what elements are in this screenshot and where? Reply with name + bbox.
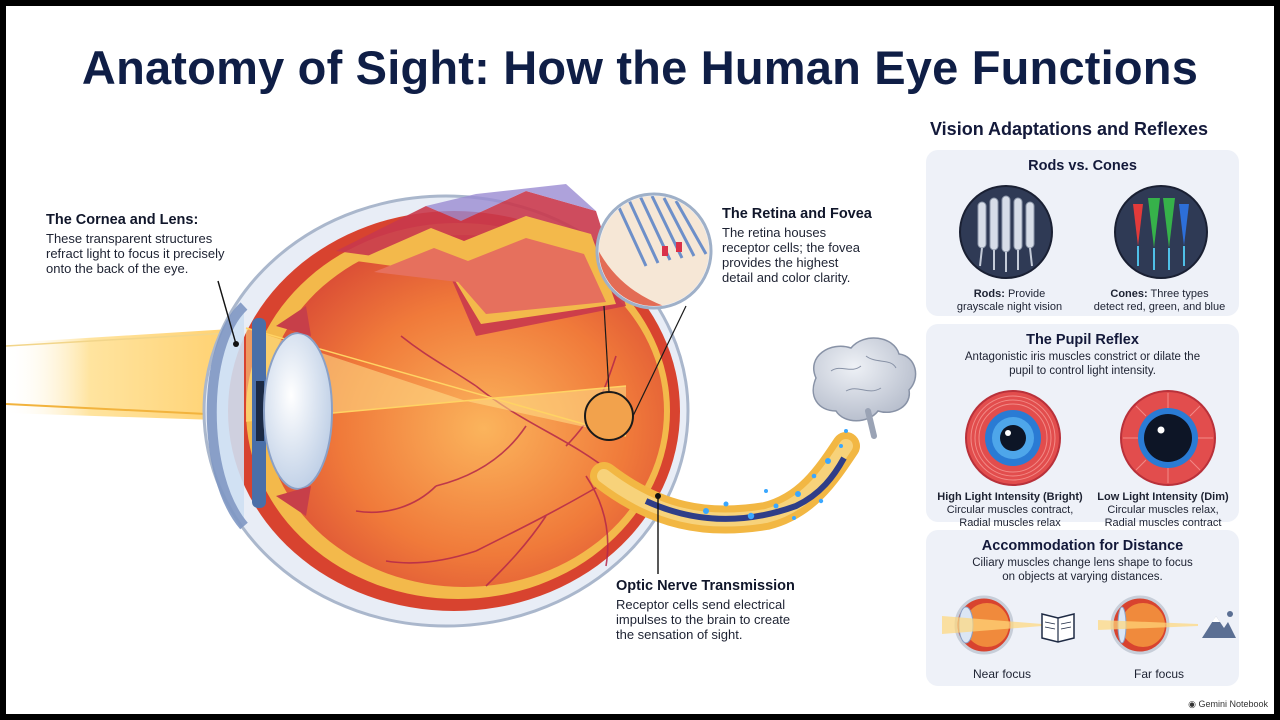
rods-label: Rods:	[973, 288, 1005, 300]
retina-magnified-inset	[595, 192, 713, 310]
bright-text: Circular muscles contract, Radial muscle…	[946, 504, 1074, 529]
cones-caption: Cones: Three types detect red, green, an…	[1082, 288, 1237, 314]
brain-icon	[812, 337, 917, 439]
dim-label: Low Light Intensity (Dim)	[1097, 491, 1229, 503]
bright-pupil-icon	[965, 390, 1061, 486]
accommodation-text: Ciliary muscles change lens shape to foc…	[972, 557, 1193, 583]
lens	[263, 332, 333, 490]
cornea-lens-callout: The Cornea and Lens: These transparent s…	[46, 212, 266, 277]
far-focus-illustration	[1098, 595, 1236, 655]
cones-icon	[1114, 185, 1208, 279]
rods-icon	[959, 185, 1053, 279]
pupil-reflex-text: Antagonistic iris muscles constrict or d…	[964, 351, 1201, 377]
rods-cones-title: Rods vs. Cones	[1028, 158, 1137, 174]
infographic-canvas: Anatomy of Sight: How the Human Eye Func…	[6, 6, 1274, 714]
book-icon	[1041, 613, 1075, 643]
rods-text: Provide grayscale night vision	[956, 288, 1063, 313]
incoming-light-beam	[6, 328, 246, 421]
panel-heading: Vision Adaptations and Reflexes	[930, 119, 1209, 139]
watermark-text: Gemini Notebook	[1198, 699, 1268, 709]
retina-fovea-callout: The Retina and Fovea The retina houses r…	[722, 206, 902, 286]
fovea-highlight	[584, 391, 634, 441]
cornea-lens-text: These transparent structures refract lig…	[46, 231, 225, 276]
bright-label: High Light Intensity (Bright)	[937, 491, 1083, 503]
pupil	[256, 381, 264, 441]
near-focus-label: Near focus	[972, 667, 1032, 681]
cones-label: Cones:	[1110, 288, 1148, 300]
near-focus-illustration	[942, 595, 1075, 655]
cornea-pointer-line	[217, 280, 237, 345]
dim-text: Circular muscles relax, Radial muscles c…	[1104, 504, 1222, 529]
watermark: ◉ Gemini Notebook	[1188, 699, 1268, 710]
accommodation-card: Accommodation for Distance Ciliary muscl…	[926, 530, 1239, 686]
mountain-icon	[1202, 611, 1236, 638]
page-title: Anatomy of Sight: How the Human Eye Func…	[81, 41, 1199, 94]
optic-nerve-title: Optic Nerve Transmission	[616, 578, 795, 594]
retina-fovea-text: The retina houses receptor cells; the fo…	[722, 225, 861, 285]
rods-caption: Rods: Provide grayscale night vision	[932, 288, 1087, 314]
cornea-lens-title: The Cornea and Lens:	[46, 212, 199, 228]
rods-cones-card: Rods vs. Cones Rods: Provide	[926, 150, 1239, 316]
dim-pupil-icon	[1120, 390, 1216, 486]
eye-cross-section-diagram	[6, 184, 917, 628]
pupil-reflex-title: The Pupil Reflex	[1026, 332, 1139, 348]
vitreous-body	[264, 235, 664, 587]
watermark-logo-icon: ◉	[1188, 699, 1196, 709]
nerve-impulse-sparks	[703, 429, 848, 520]
optic-nerve-callout: Optic Nerve Transmission Receptor cells …	[616, 578, 836, 643]
dim-caption: Low Light Intensity (Dim) Circular muscl…	[1086, 491, 1240, 530]
pupil-reflex-card: The Pupil Reflex Antagonistic iris muscl…	[926, 324, 1239, 529]
bright-caption: High Light Intensity (Bright) Circular m…	[930, 491, 1090, 530]
cones-text: Three types detect red, green, and blue	[1093, 288, 1226, 313]
optic-nerve-text: Receptor cells send electrical impulses …	[616, 597, 791, 642]
accommodation-title: Accommodation for Distance	[981, 538, 1184, 554]
far-focus-label: Far focus	[1133, 667, 1184, 681]
retina-fovea-title: The Retina and Fovea	[722, 206, 872, 222]
